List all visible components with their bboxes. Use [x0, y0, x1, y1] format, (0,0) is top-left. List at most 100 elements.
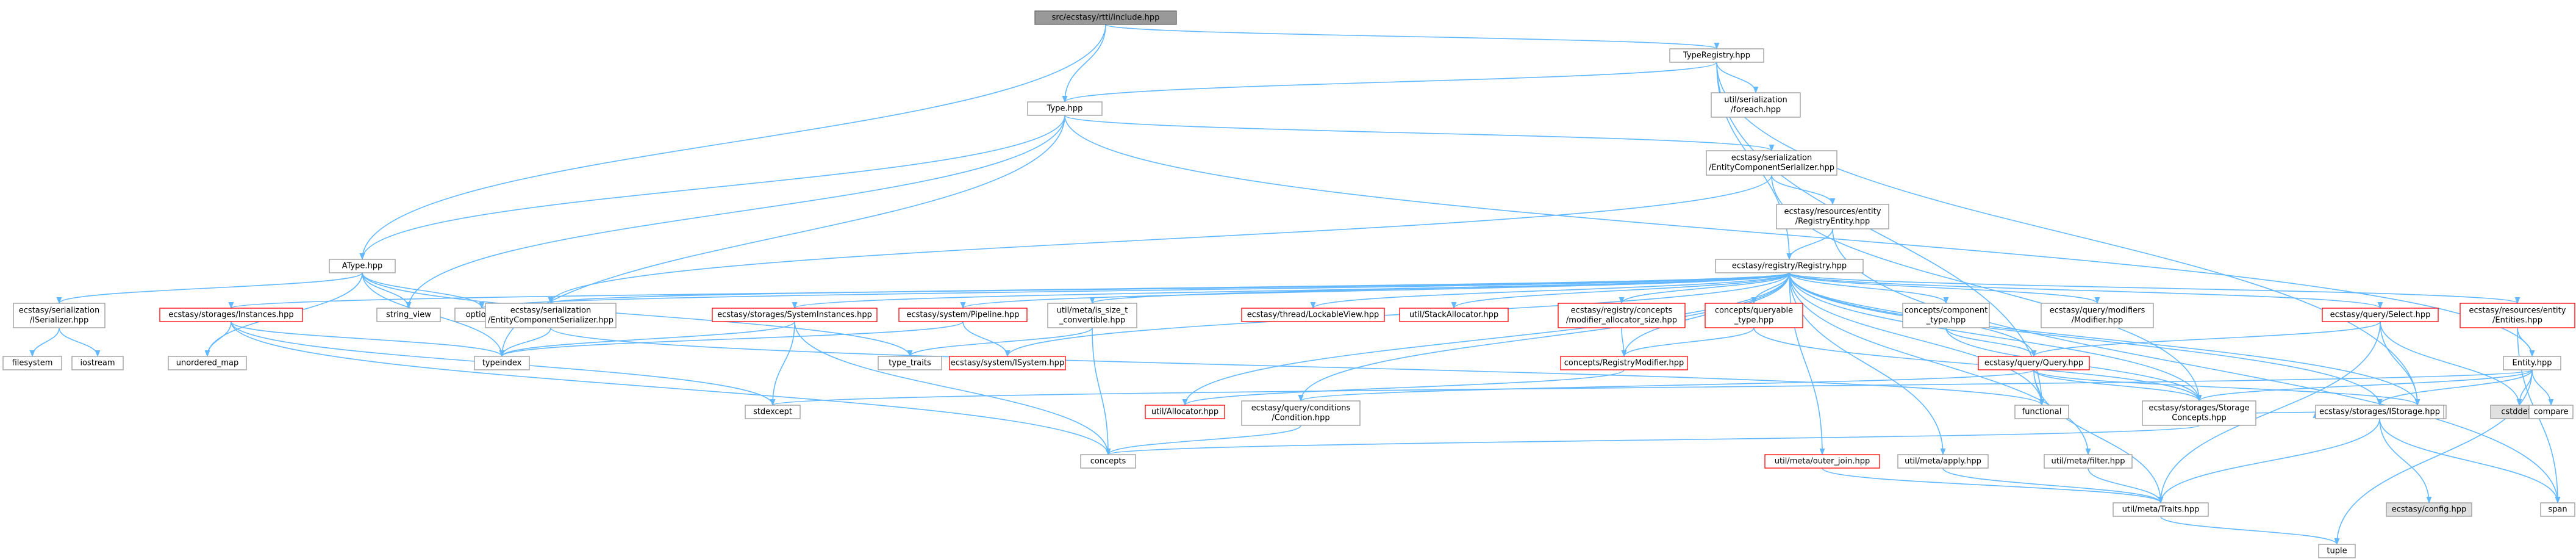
edge-registry-to-filter: [1789, 272, 2091, 456]
node-root[interactable]: src/ecstasy/rtti/include.hpp: [1034, 10, 1177, 25]
node-is_size_t[interactable]: util/meta/is_size_t_convertible.hpp: [1047, 303, 1137, 328]
node-label: Type.hpp: [1046, 104, 1083, 114]
node-type_traits[interactable]: type_traits: [878, 356, 942, 370]
edge-filter-to-traits: [2088, 467, 2164, 504]
node-functional[interactable]: functional: [2014, 405, 2069, 419]
edge-select-to-traits: [2158, 321, 2381, 504]
node-entity[interactable]: Entity.hpp: [2503, 356, 2561, 370]
node-label: _convertible.hpp: [1059, 316, 1125, 325]
node-box: [329, 259, 396, 273]
node-label: /Entities.hpp: [2492, 316, 2542, 325]
node-label: concepts/RegistryModifier.hpp: [1564, 359, 1684, 368]
node-span[interactable]: span: [2540, 502, 2575, 517]
node-layer: src/ecstasy/rtti/include.hppTypeRegistry…: [2, 10, 2575, 558]
node-box: [2315, 405, 2444, 419]
node-isystem[interactable]: ecstasy/system/ISystem.hpp: [949, 356, 1066, 370]
edge-registry-to-storage_concepts: [1789, 272, 2202, 402]
node-label: iostream: [80, 359, 115, 368]
node-condition[interactable]: ecstasy/query/conditions/Condition.hpp: [1241, 400, 1361, 426]
node-allocator[interactable]: util/Allocator.hpp: [1145, 405, 1225, 419]
node-label: util/meta/apply.hpp: [1905, 457, 1981, 466]
node-comptype[interactable]: concepts/component_type.hpp: [1902, 303, 1990, 328]
edge-type-to-atype: [359, 115, 1065, 261]
node-query[interactable]: ecstasy/query/Query.hpp: [1978, 356, 2090, 370]
node-compare[interactable]: compare: [2528, 405, 2574, 419]
node-type[interactable]: Type.hpp: [1027, 101, 1103, 116]
edge-pipeline-to-isystem: [962, 321, 1011, 358]
node-label: ecstasy/resources/entity: [2469, 306, 2566, 316]
node-box: [2322, 308, 2439, 322]
node-lockable[interactable]: ecstasy/thread/LockableView.hpp: [1241, 308, 1385, 322]
node-registry[interactable]: ecstasy/registry/Registry.hpp: [1715, 259, 1864, 273]
node-regentity[interactable]: ecstasy/resources/entity/RegistryEntity.…: [1776, 204, 1889, 229]
node-label: util/meta/Traits.hpp: [2122, 505, 2200, 514]
edge-regentity-to-span: [1832, 228, 2561, 504]
node-pipeline[interactable]: ecstasy/system/Pipeline.hpp: [898, 308, 1028, 322]
node-label: util/Allocator.hpp: [1151, 408, 1218, 417]
node-label: TypeRegistry.hpp: [1683, 51, 1750, 60]
edge-registry-to-is_size_t: [1089, 272, 1790, 305]
edge-ecser_top-to-ecser_mid: [548, 175, 1772, 305]
edge-registry-to-lockable: [1310, 272, 1790, 309]
edge-registry-to-pipeline: [960, 272, 1790, 309]
node-label: /EntityComponentSerializer.hpp: [1709, 164, 1834, 173]
node-ecser_mid[interactable]: ecstasy/serialization/EntityComponentSer…: [485, 303, 617, 328]
node-instances[interactable]: ecstasy/storages/Instances.hpp: [159, 308, 303, 322]
node-filesystem[interactable]: filesystem: [2, 356, 62, 370]
node-regmodifier[interactable]: concepts/RegistryModifier.hpp: [1560, 356, 1688, 370]
node-label: AType.hpp: [342, 262, 383, 271]
node-traits[interactable]: util/meta/Traits.hpp: [2113, 502, 2209, 517]
node-foreach[interactable]: util/serialization/foreach.hpp: [1711, 92, 1801, 118]
node-label: Concepts.hpp: [2172, 414, 2226, 423]
edge-sysinstances-to-stdexcept: [770, 321, 795, 406]
node-iserializer[interactable]: ecstasy/serialization/ISerializer.hpp: [13, 303, 106, 328]
node-outer_join[interactable]: util/meta/outer_join.hpp: [1764, 454, 1880, 469]
edge-queryable-to-storage_concepts: [1753, 327, 2202, 402]
edge-entity-to-compare: [2531, 369, 2554, 406]
node-typeindex[interactable]: typeindex: [474, 356, 530, 370]
node-typeregistry[interactable]: TypeRegistry.hpp: [1669, 48, 1764, 63]
edge-registry-to-modifier: [1789, 272, 2100, 305]
node-apply[interactable]: util/meta/apply.hpp: [1897, 454, 1989, 469]
node-string_view[interactable]: string_view: [376, 308, 441, 322]
node-ecser_top[interactable]: ecstasy/serialization/EntityComponentSer…: [1706, 150, 1837, 176]
node-stdexcept[interactable]: stdexcept: [745, 405, 801, 419]
edge-instances-to-unordered_map: [204, 321, 232, 358]
node-box: [1669, 48, 1764, 63]
node-label: concepts/queryable: [1715, 306, 1793, 316]
node-istorage[interactable]: ecstasy/storages/IStorage.hpp: [2315, 405, 2444, 419]
node-box: [1558, 303, 1686, 328]
node-iostream[interactable]: iostream: [71, 356, 124, 370]
edge-type-to-string_view: [406, 115, 1065, 309]
edge-typeregistry-to-foreach: [1716, 62, 1759, 94]
node-label: ecstasy/registry/Registry.hpp: [1732, 262, 1847, 271]
node-config[interactable]: ecstasy/config.hpp: [2386, 502, 2472, 517]
node-entities[interactable]: ecstasy/resources/entity/Entities.hpp: [2460, 303, 2575, 328]
node-select[interactable]: ecstasy/query/Select.hpp: [2322, 308, 2439, 322]
node-atype[interactable]: AType.hpp: [329, 259, 396, 273]
node-filter[interactable]: util/meta/filter.hpp: [2044, 454, 2133, 469]
node-sysinstances[interactable]: ecstasy/storages/SystemInstances.hpp: [712, 308, 878, 322]
node-stackalloc[interactable]: util/StackAllocator.hpp: [1399, 308, 1509, 322]
edge-query-to-traits: [2033, 369, 2164, 504]
node-box: [2014, 405, 2069, 419]
node-box: [1711, 92, 1801, 118]
edge-is_size_t-to-concepts: [1092, 327, 1111, 456]
edge-typeregistry-to-type: [1062, 62, 1717, 103]
node-label: typeindex: [482, 359, 522, 368]
edge-select-to-algorithm: [2380, 321, 2420, 406]
edge-regmodifier-to-allocator: [1182, 369, 1625, 406]
node-concepts[interactable]: concepts: [1080, 454, 1136, 469]
node-queryable[interactable]: concepts/queryable_type.hpp: [1705, 303, 1803, 328]
edge-registry-to-isystem: [1004, 272, 1790, 358]
node-box: [1047, 303, 1137, 328]
node-tuple[interactable]: tuple: [2318, 544, 2356, 558]
node-modifier[interactable]: ecstasy/query/modifiers/Modifier.hpp: [2041, 303, 2154, 328]
node-label: ecstasy/serialization: [510, 306, 591, 316]
node-box: [168, 356, 247, 370]
node-modalloc[interactable]: ecstasy/registry/concepts/modifier_alloc…: [1558, 303, 1686, 328]
node-unordered_map[interactable]: unordered_map: [168, 356, 247, 370]
node-box: [1978, 356, 2090, 370]
node-label: functional: [2022, 408, 2062, 417]
